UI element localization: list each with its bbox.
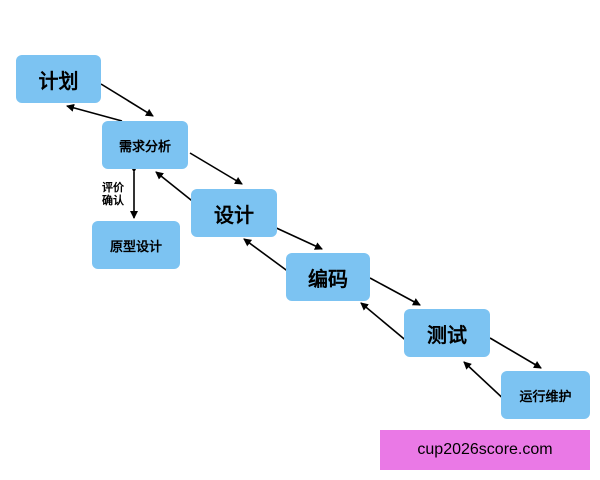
node-coding-label: 编码 xyxy=(308,266,348,291)
node-testing: 测试 xyxy=(404,309,490,357)
node-requirements-label: 需求分析 xyxy=(118,139,171,155)
arrow-testing-to-coding xyxy=(360,302,410,344)
node-prototype-label: 原型设计 xyxy=(109,239,162,255)
arrow-requirements-to-plan xyxy=(66,103,123,122)
node-maintenance-label: 运行维护 xyxy=(519,389,572,405)
node-testing-label: 测试 xyxy=(427,322,467,347)
edge-label-confirm: 确认 xyxy=(102,194,124,207)
node-design-label: 设计 xyxy=(214,202,254,227)
watermark-text: cup2026score.com xyxy=(417,441,553,458)
node-requirements: 需求分析 xyxy=(102,121,188,169)
arrow-testing-to-maintenance xyxy=(489,337,542,369)
arrow-requirements-to-design xyxy=(189,152,243,185)
arrow-coding-to-testing xyxy=(369,277,421,306)
arrow-design-to-coding xyxy=(271,225,323,250)
edge-label-evaluate: 评价 xyxy=(102,181,124,194)
node-maintenance: 运行维护 xyxy=(501,371,590,419)
node-design: 设计 xyxy=(191,189,277,237)
watermark-banner: cup2026score.com xyxy=(380,430,590,470)
arrow-plan-to-requirements xyxy=(100,83,154,117)
node-coding: 编码 xyxy=(286,253,370,301)
node-plan: 计划 xyxy=(16,55,101,103)
node-plan-label: 计划 xyxy=(38,68,79,93)
node-prototype: 原型设计 xyxy=(92,221,180,269)
edge-label-evaluate-confirm: 评价 确认 xyxy=(98,181,128,207)
